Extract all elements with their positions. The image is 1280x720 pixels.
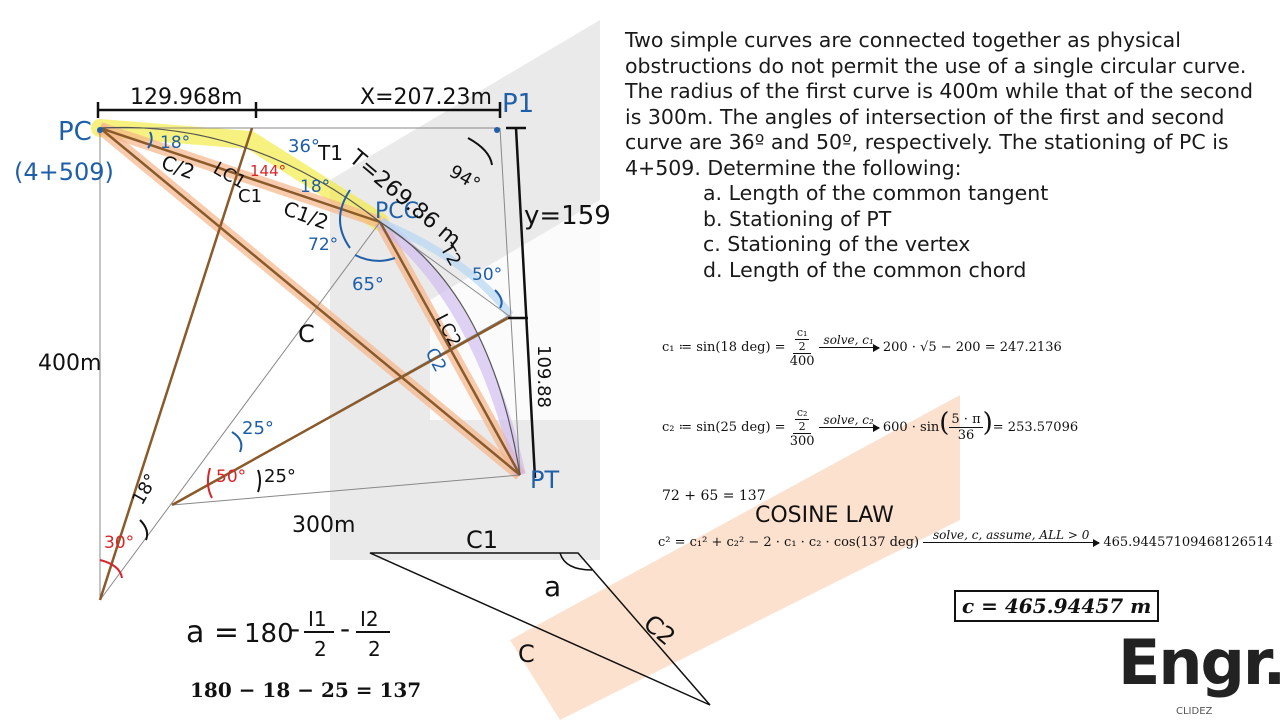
formula-a-i2: I2 bbox=[360, 607, 379, 631]
pc-station-label: (4+509) bbox=[14, 158, 114, 186]
t1-label: T1 bbox=[317, 141, 343, 165]
cosine-law-title: COSINE LAW bbox=[755, 503, 894, 528]
eq2-den: 300 bbox=[789, 434, 815, 449]
dist-pc-x-label: 129.968m bbox=[130, 85, 242, 110]
angle-25-low: 25° bbox=[264, 466, 296, 487]
angle-72: 72° bbox=[308, 235, 338, 255]
angle-144: 144° bbox=[250, 162, 286, 180]
angle-50-red: 50° bbox=[216, 467, 246, 487]
angle-sum: 72 + 65 = 137 bbox=[662, 488, 766, 504]
angle-18-top: 18° bbox=[160, 133, 190, 153]
problem-item-b: b. Stationing of PT bbox=[703, 206, 892, 231]
angle-18-mid: 18° bbox=[300, 177, 330, 197]
logo-word: Engr. bbox=[1118, 626, 1280, 699]
svg-text:-: - bbox=[340, 612, 350, 645]
pc-point bbox=[97, 127, 103, 133]
problem-item-c: c. Stationing of the vertex bbox=[703, 232, 971, 256]
eq2-result-pre: 600 · sin bbox=[882, 420, 940, 435]
angle-18-low: 18° bbox=[128, 470, 162, 508]
pc-label: PC bbox=[58, 117, 92, 147]
angle-30: 30° bbox=[104, 533, 134, 553]
engr-logo: Engr. CLIDEZ bbox=[1118, 626, 1280, 718]
problem-item-d: d. Length of the common chord bbox=[703, 257, 1027, 282]
side-109-label: 109.88 bbox=[533, 345, 554, 408]
eq3-op: solve, c, assume, ALL > 0 bbox=[933, 528, 1090, 542]
r2-label: 300m bbox=[292, 513, 355, 538]
eq2-solve-arrow: solve, c₂ bbox=[818, 413, 880, 442]
formula-a-two-2: 2 bbox=[368, 637, 381, 661]
formula-a: a = 180 - I1 2 - I2 2 bbox=[186, 607, 390, 661]
pt-label: PT bbox=[530, 466, 559, 494]
eq1-den2: 2 bbox=[798, 340, 806, 353]
equation-cosine: c² = c₁² + c₂² − 2 · c₁ · c₂ · cos(137 d… bbox=[658, 528, 1273, 557]
formula-a-180: 180 bbox=[244, 619, 294, 649]
angle-36: 36° bbox=[288, 136, 320, 157]
r1-label: 400m bbox=[38, 351, 101, 376]
problem-statement: Two simple curves are connected together… bbox=[625, 28, 1265, 283]
angle-25-mid: 25° bbox=[242, 418, 274, 439]
watermark bbox=[330, 20, 960, 720]
eq3-lhs: c² = c₁² + c₂² − 2 · c₁ · c₂ · cos(137 d… bbox=[658, 535, 920, 550]
eq2-op: solve, c₂ bbox=[823, 413, 874, 427]
logo-sub: CLIDEZ bbox=[1176, 706, 1213, 717]
p1-label: P1 bbox=[502, 89, 534, 119]
c-label: C bbox=[298, 320, 315, 348]
eq1-lhs: c₁ ≔ sin(18 deg) = bbox=[662, 340, 786, 355]
problem-item-a: a. Length of the common tangent bbox=[703, 181, 1049, 205]
angle-50-t: 50° bbox=[472, 265, 502, 285]
dist-x-label: X=207.23m bbox=[360, 85, 492, 110]
eq3-solve-arrow: solve, c, assume, ALL > 0 bbox=[923, 528, 1101, 557]
eq1-result: 200 · √5 − 200 = 247.2136 bbox=[882, 340, 1062, 355]
eq2-lhs: c₂ ≔ sin(25 deg) = bbox=[662, 420, 786, 435]
eq2-result-post: = 253.57096 bbox=[992, 420, 1079, 435]
eq2-fden: 36 bbox=[957, 428, 975, 443]
eq2-fnum: 5 · π bbox=[949, 412, 983, 428]
eq1-num: c₁ bbox=[794, 326, 810, 340]
triangle-c-label: C bbox=[518, 640, 535, 668]
problem-text: Two simple curves are connected together… bbox=[625, 28, 1253, 180]
eq1-solve-arrow: solve, c₁ bbox=[818, 333, 880, 362]
eq1-op: solve, c₁ bbox=[823, 333, 874, 347]
svg-text:-: - bbox=[290, 612, 300, 645]
calc-180: 180 − 18 − 25 = 137 bbox=[190, 678, 422, 702]
angle-65: 65° bbox=[352, 274, 384, 295]
eq2-num: c₂ bbox=[794, 406, 810, 420]
pcc-label: PCC bbox=[375, 199, 419, 224]
formula-a-i1: I1 bbox=[308, 607, 327, 631]
final-result-box: c = 465.94457 m bbox=[954, 590, 1160, 622]
formula-a-lhs: a = bbox=[186, 615, 239, 650]
problem-items: a. Length of the common tangent b. Stati… bbox=[625, 181, 1265, 283]
triangle-c1-label: C1 bbox=[466, 526, 498, 554]
y-label: y=159 bbox=[524, 201, 611, 231]
eq1-den: 400 bbox=[789, 354, 815, 369]
c1-label: C1 bbox=[238, 186, 262, 207]
triangle-a-label: a bbox=[544, 570, 561, 603]
formula-a-two-1: 2 bbox=[314, 637, 327, 661]
p1-point bbox=[494, 127, 500, 133]
eq3-result: 465.94457109468126514 bbox=[1103, 535, 1273, 550]
eq2-den2: 2 bbox=[798, 420, 806, 433]
